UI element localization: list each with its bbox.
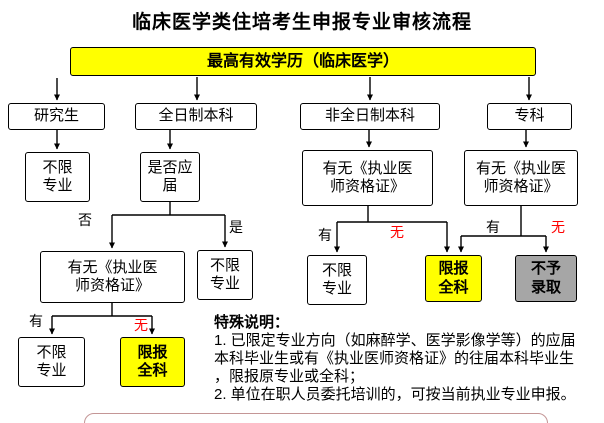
- page-title: 临床医学类住培考生申报专业审核流程: [131, 12, 472, 33]
- node-college-cert-question: 有无《执业医 师资格证》: [464, 150, 578, 206]
- node-root-education: 最高有效学历（临床医学）: [70, 47, 536, 76]
- branch-label-nothave-1: 无: [390, 224, 404, 240]
- special-notes-line: 1. 已限定专业方向（如麻醉学、医学影像学等）的应届: [214, 332, 576, 349]
- bottom-cutoff-box: [84, 413, 548, 423]
- branch-label-nothave-3: 无: [134, 317, 148, 333]
- special-notes-line: 本科毕业生或有《执业医师资格证》的往届本科毕业生: [214, 350, 575, 367]
- node-fresh-no-limit: 不限 专业: [197, 250, 253, 300]
- connector-root-branches: [54, 77, 532, 101]
- branch-label-have-3: 有: [29, 313, 43, 329]
- node-parttime-no-limit: 不限 专业: [307, 255, 367, 305]
- branch-label-have-1: 有: [318, 227, 332, 243]
- connector-level2-to-level3: [54, 130, 529, 150]
- node-nonfresh-cert-question: 有无《执业医 师资格证》: [40, 251, 185, 303]
- branch-label-have-2: 有: [486, 219, 500, 235]
- special-notes-line: 2. 单位在职人员委托培训的，可按当前执业专业申报。: [214, 386, 576, 403]
- node-parttime-cert-question: 有无《执业医 师资格证》: [302, 150, 433, 206]
- connector-isfresh-split: [109, 202, 228, 249]
- node-is-fresh-graduate: 是否应 届: [140, 152, 200, 202]
- connector-bigcert-split: [49, 303, 155, 335]
- node-graduate-no-limit: 不限 专业: [25, 152, 90, 202]
- node-graduate: 研究生: [8, 103, 105, 130]
- node-limit-general-1: 限报 全科: [425, 255, 482, 302]
- node-junior-college: 专科: [487, 103, 572, 130]
- branch-label-no: 否: [78, 212, 92, 228]
- node-limit-general-2: 限报 全科: [120, 337, 185, 387]
- special-notes-heading: 特殊说明：: [214, 314, 290, 331]
- connector-parttime-cert-split: [334, 206, 450, 253]
- branch-label-yes: 是: [229, 219, 243, 235]
- node-have-cert-no-limit: 不限 专业: [18, 337, 85, 387]
- special-notes-line: ，限报原专业或全科；: [214, 368, 365, 385]
- branch-label-nothave-2: 无: [551, 219, 565, 235]
- node-reject: 不予 录取: [515, 255, 577, 302]
- node-fulltime-undergrad: 全日制本科: [135, 103, 257, 130]
- node-parttime-undergrad: 非全日制本科: [300, 103, 440, 130]
- connector-college-cert-split: [458, 206, 549, 253]
- special-notes: 特殊说明： 1. 已限定专业方向（如麻醉学、医学影像学等）的应届 本科毕业生或有…: [214, 314, 602, 404]
